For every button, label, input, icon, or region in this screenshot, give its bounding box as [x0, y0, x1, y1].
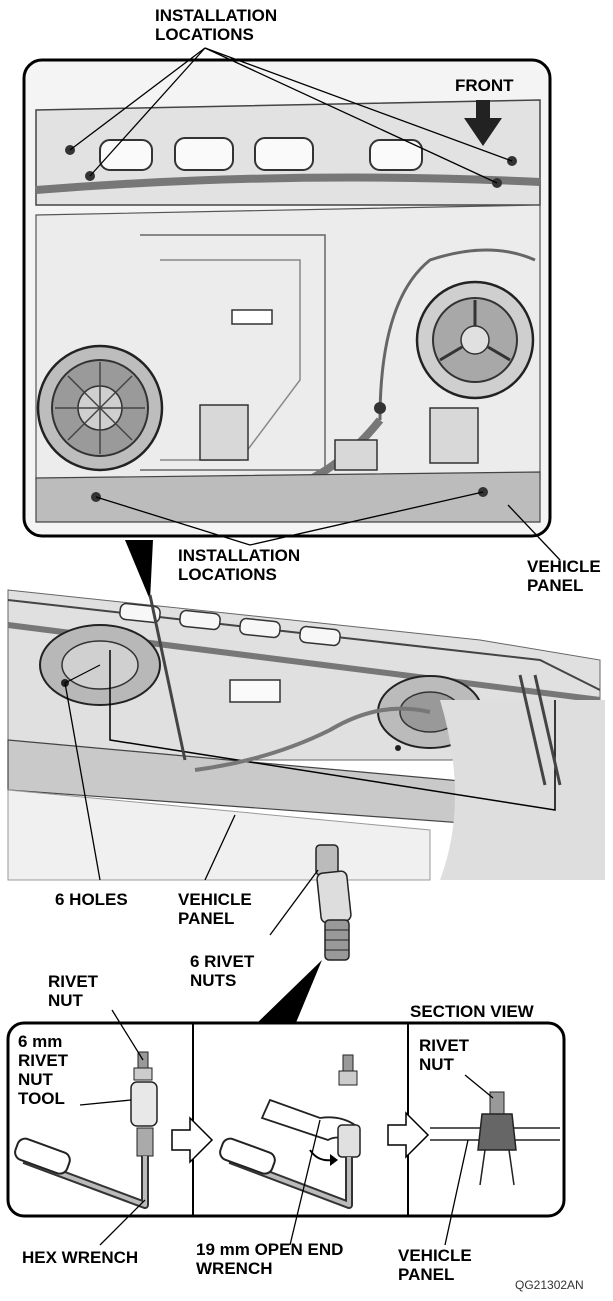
label-rivet-nut-right: RIVET NUT	[419, 1036, 470, 1074]
label-vehicle-panel-mid: VEHICLE PANEL	[178, 890, 252, 928]
step-arrow-icon	[387, 1111, 430, 1159]
top-leader-lines	[69, 47, 561, 561]
label-installation-locations-mid: INSTALLATION LOCATIONS	[178, 546, 301, 584]
step2-tool	[219, 1054, 361, 1209]
zoom-pointer-bottom	[255, 960, 322, 1025]
label-installation-locations-top: INSTALLATION LOCATIONS	[155, 6, 278, 44]
left-speaker	[36, 344, 164, 472]
top-detail-panel	[22, 58, 552, 538]
step-arrow-icon	[171, 1116, 214, 1164]
vehicle-perspective-view	[7, 589, 605, 961]
right-speaker	[415, 280, 535, 400]
label-section-view: SECTION VIEW	[410, 1002, 534, 1021]
figure-code: QG21302AN	[515, 1278, 584, 1292]
label-hex-wrench: HEX WRENCH	[22, 1248, 139, 1267]
label-vehicle-panel-right: VEHICLE PANEL	[527, 557, 601, 595]
label-vehicle-panel-bottom: VEHICLE PANEL	[398, 1246, 472, 1284]
zoom-pointer	[125, 540, 153, 600]
procedure-panel	[6, 1021, 566, 1218]
label-six-rivet-nuts: 6 RIVET NUTS	[190, 952, 255, 990]
bottom-leader-lines	[79, 1009, 494, 1246]
step1-tool	[14, 1051, 158, 1209]
middle-leader-lines	[64, 682, 319, 936]
label-rivet-nut-left: RIVET NUT	[48, 972, 99, 1010]
label-six-holes: 6 HOLES	[55, 890, 128, 909]
rivet-nut-tool-mid	[315, 844, 352, 961]
section-view-drawing	[430, 1091, 560, 1186]
label-rivet-nut-tool: 6 mm RIVET NUT TOOL	[18, 1032, 69, 1108]
front-arrow-icon	[464, 100, 502, 146]
label-front: FRONT	[455, 76, 514, 95]
label-open-end-wrench: 19 mm OPEN END WRENCH	[196, 1240, 344, 1278]
